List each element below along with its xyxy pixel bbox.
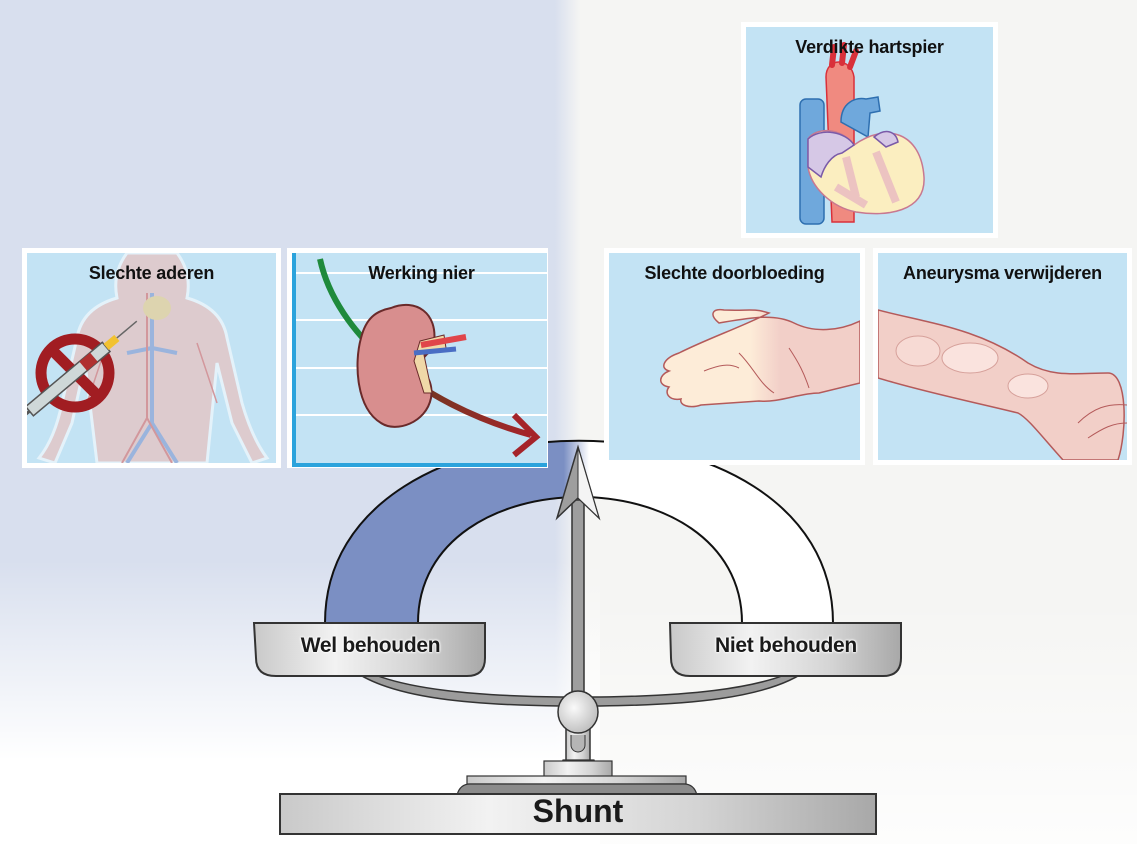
gauge-arc-outer-edge: [324, 439, 834, 624]
card-remove-aneurysm: Aneurysma verwijderen: [873, 248, 1132, 465]
no-injection-sign: [27, 320, 138, 422]
card-title: Slechte aderen: [88, 263, 215, 283]
arm-aneurysm-icon: [878, 309, 1127, 460]
scale-base-plate: [279, 793, 877, 835]
scale-needle-shaft: [571, 499, 585, 701]
card-title: Werking nier: [368, 263, 475, 283]
left-pan-label: Wel behouden: [300, 634, 441, 657]
decline-arrowhead: [511, 412, 541, 458]
card-title: Slechte doorbloeding: [644, 263, 825, 283]
scale-pivot-ball: [557, 690, 599, 734]
right-pan: [668, 622, 902, 677]
hand-icon: [660, 308, 860, 408]
kidney-decline-icon: [296, 258, 547, 458]
card-poor-circulation: Slechte doorbloeding: [604, 248, 865, 465]
aneurysm-bulge: [895, 335, 941, 367]
card-title: Verdikte hartspier: [795, 37, 944, 57]
heart-icon: [799, 42, 925, 225]
card-thickened-heart-muscle: Verdikte hartspier: [741, 22, 998, 238]
card-kidney-function: Werking nier: [287, 248, 548, 468]
gauge-arc-band: [325, 440, 833, 623]
left-pan: [252, 622, 486, 677]
body-with-no-needle-icon: [27, 253, 270, 463]
card-bad-veins: Slechte aderen: [22, 248, 281, 468]
card-title: Aneurysma verwijderen: [903, 263, 1102, 283]
base-label: Shunt: [532, 793, 624, 829]
scale-base-plinth: [456, 783, 698, 796]
right-pan-label: Niet behouden: [715, 634, 857, 657]
